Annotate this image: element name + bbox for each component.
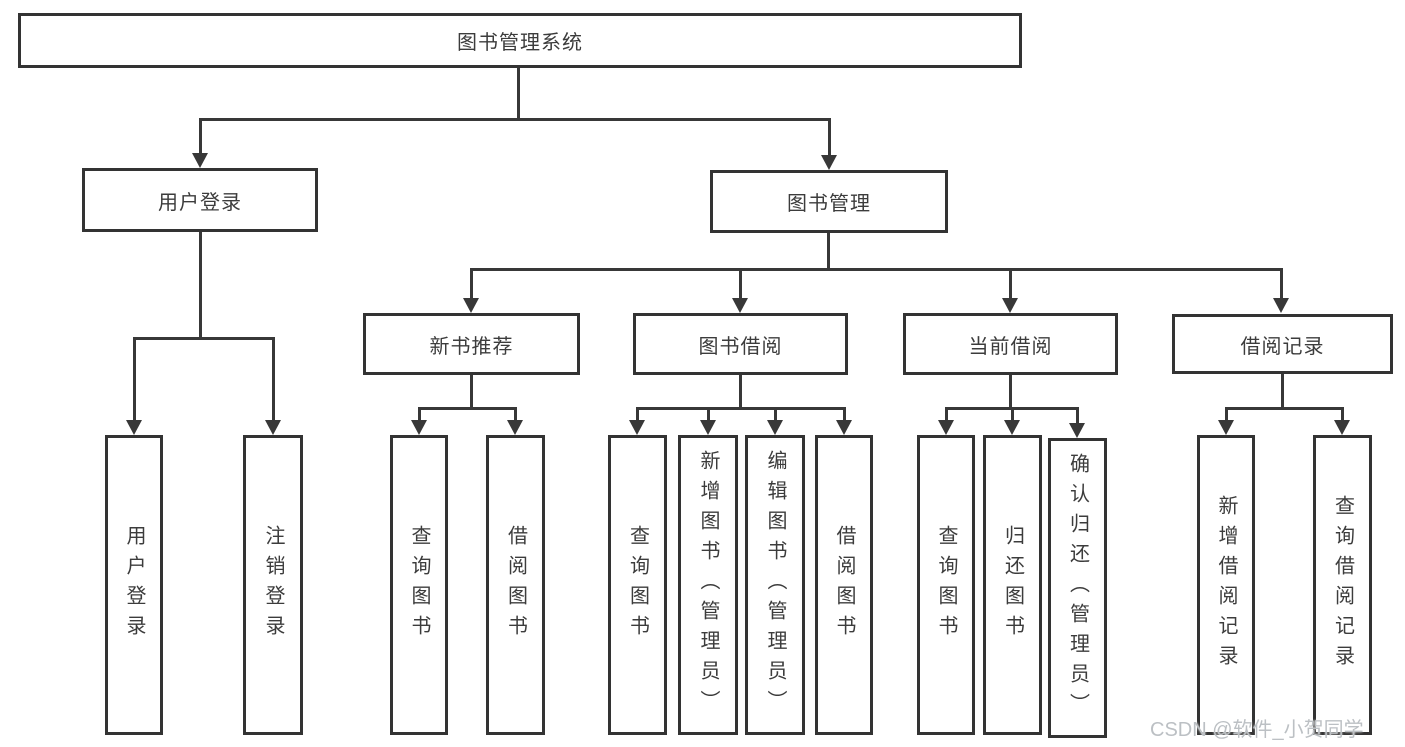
connector-line [1225, 407, 1228, 421]
leaf-logout: 注销登录 [243, 435, 303, 735]
connector-line [470, 268, 473, 299]
arrowhead-icon [463, 298, 479, 313]
connector-line [774, 407, 777, 421]
arrowhead-icon [836, 420, 852, 435]
connector-line [1076, 407, 1079, 423]
leaf-label: 查询图书 [935, 525, 957, 645]
connector-line [1009, 375, 1012, 407]
connector-line [636, 407, 845, 410]
arrowhead-icon [126, 420, 142, 435]
leaf-query-book-3: 查询图书 [917, 435, 975, 735]
arrowhead-icon [1334, 420, 1350, 435]
leaf-label: 注销登录 [262, 525, 284, 645]
connector-line [739, 375, 742, 407]
arrowhead-icon [1218, 420, 1234, 435]
leaf-label: 用户登录 [123, 525, 145, 645]
connector-line [199, 118, 202, 154]
node-new-book-recommend: 新书推荐 [363, 313, 580, 375]
leaf-borrow-book-2: 借阅图书 [815, 435, 873, 735]
arrowhead-icon [411, 420, 427, 435]
leaf-query-book-1: 查询图书 [390, 435, 448, 735]
node-book-management: 图书管理 [710, 170, 948, 233]
leaf-user-login: 用户登录 [105, 435, 163, 735]
leaf-label: 借阅图书 [833, 525, 855, 645]
leaf-query-book-2: 查询图书 [608, 435, 667, 735]
connector-line [272, 337, 275, 421]
connector-line [1009, 268, 1012, 299]
arrowhead-icon [1002, 298, 1018, 313]
leaf-label: 查询借阅记录 [1331, 495, 1354, 675]
leaf-label: 确认归还（管理员） [1066, 453, 1089, 723]
arrowhead-icon [732, 298, 748, 313]
leaf-label: 归还图书 [1001, 525, 1024, 645]
connector-line [945, 407, 948, 421]
connector-line [636, 407, 639, 421]
connector-line [418, 407, 421, 421]
connector-line [514, 407, 517, 421]
connector-line [1341, 407, 1344, 421]
connector-line [843, 407, 846, 421]
arrowhead-icon [821, 155, 837, 170]
arrowhead-icon [1069, 423, 1085, 438]
arrowhead-icon [192, 153, 208, 168]
connector-line [828, 118, 831, 156]
connector-line [133, 337, 136, 421]
connector-line [827, 233, 830, 268]
connector-line [1011, 407, 1014, 421]
arrowhead-icon [1273, 298, 1289, 313]
connector-line [1281, 374, 1284, 407]
connector-line [199, 232, 202, 337]
leaf-edit-book-admin: 编辑图书（管理员） [745, 435, 805, 735]
connector-line [199, 118, 831, 121]
connector-line [1280, 268, 1283, 299]
leaf-label: 查询图书 [626, 525, 649, 645]
node-library-system: 图书管理系统 [18, 13, 1022, 68]
leaf-query-borrow-record: 查询借阅记录 [1313, 435, 1372, 735]
leaf-label: 编辑图书（管理员） [764, 450, 786, 720]
arrowhead-icon [507, 420, 523, 435]
leaf-label: 借阅图书 [504, 525, 527, 645]
connector-line [470, 268, 1282, 271]
leaf-borrow-book-1: 借阅图书 [486, 435, 545, 735]
leaf-label: 新增图书（管理员） [697, 450, 719, 720]
node-current-borrow: 当前借阅 [903, 313, 1118, 375]
node-book-borrow: 图书借阅 [633, 313, 848, 375]
arrowhead-icon [700, 420, 716, 435]
connector-line [517, 68, 520, 118]
leaf-return-book: 归还图书 [983, 435, 1042, 735]
connector-line [133, 337, 275, 340]
leaf-add-book-admin: 新增图书（管理员） [678, 435, 738, 735]
arrowhead-icon [938, 420, 954, 435]
connector-line [1225, 407, 1343, 410]
leaf-add-borrow-record: 新增借阅记录 [1197, 435, 1255, 735]
csdn-watermark: CSDN @软件_小贺同学 [1150, 719, 1364, 741]
node-user-login: 用户登录 [82, 168, 318, 232]
leaf-confirm-return-admin: 确认归还（管理员） [1048, 438, 1107, 738]
arrowhead-icon [629, 420, 645, 435]
leaf-label: 新增借阅记录 [1215, 495, 1237, 675]
connector-line [470, 375, 473, 407]
connector-line [739, 268, 742, 299]
arrowhead-icon [767, 420, 783, 435]
connector-line [418, 407, 517, 410]
leaf-label: 查询图书 [408, 525, 430, 645]
node-borrow-record: 借阅记录 [1172, 314, 1393, 374]
arrowhead-icon [265, 420, 281, 435]
connector-line [707, 407, 710, 421]
arrowhead-icon [1004, 420, 1020, 435]
